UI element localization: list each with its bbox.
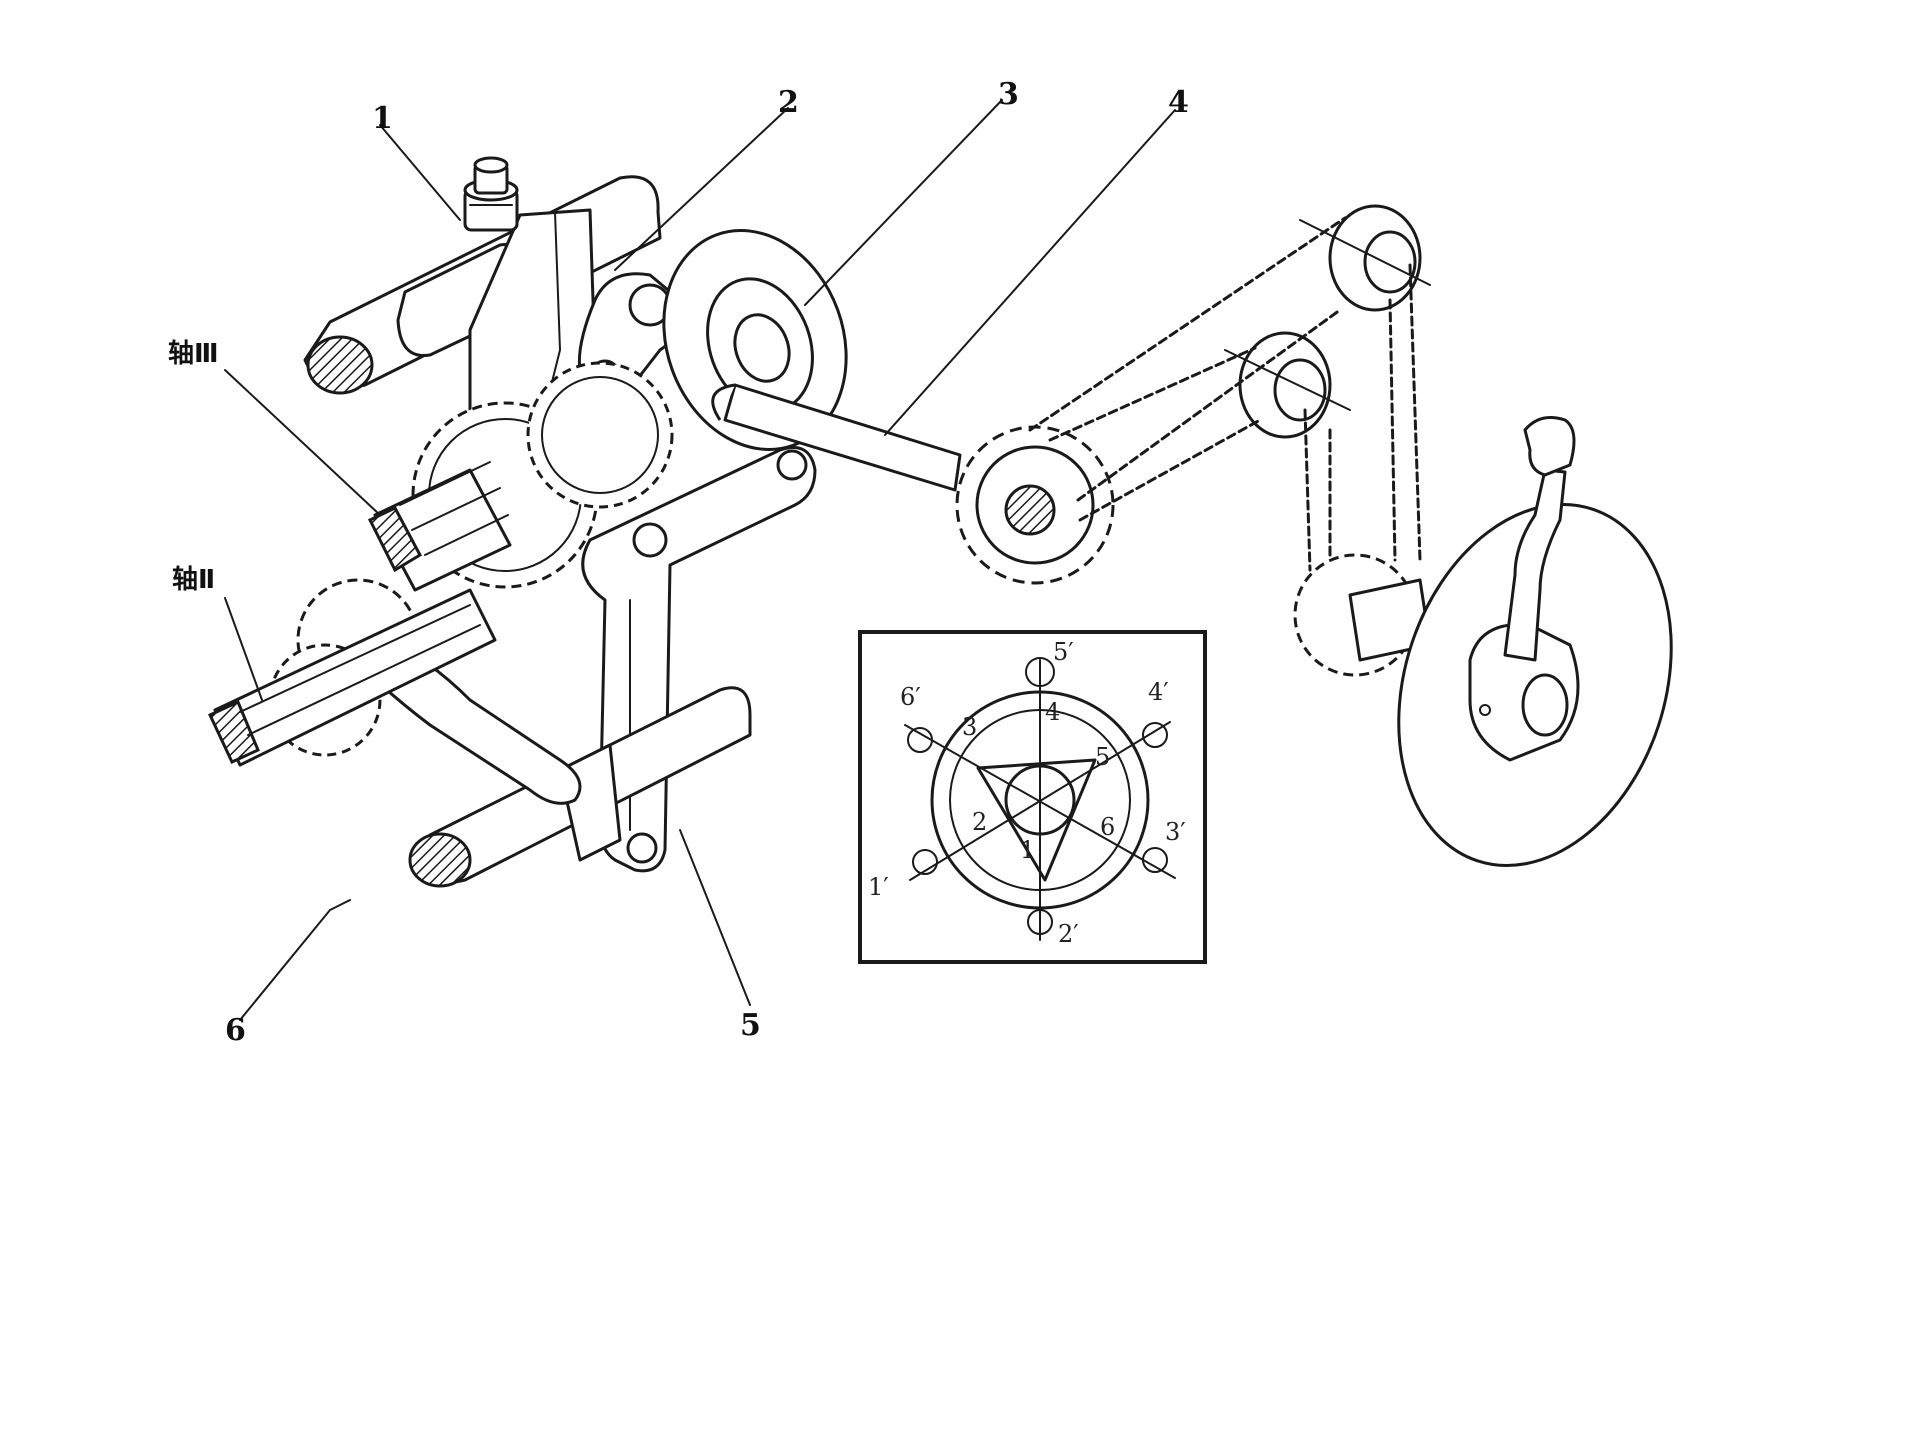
shaft-2-end-hatched [208,699,260,764]
inset-label-6: 6 [1100,813,1115,841]
inset-label-4: 4 [1045,698,1060,726]
callout-3: 3 [998,77,1019,112]
lever-handle [1503,416,1576,662]
inset-label-2: 2 [972,808,987,836]
callout-2: 2 [778,85,799,120]
inset-label-4-prime: 4′ [1148,678,1169,706]
upper-right-sprocket [1299,204,1431,312]
inset-label-1: 1 [1020,836,1035,864]
leader-lines [224,99,1176,1021]
gear-cluster-shaft-3 [367,361,674,592]
shaft-3-end-hatched [367,506,422,573]
inset-label-5: 5 [1095,743,1110,771]
clutch-drum [662,229,848,451]
inset-label-1-prime: 1′ [868,873,889,901]
shaft-3-label: 轴Ⅲ [168,339,219,369]
inset-label-2-prime: 2′ [1058,920,1079,948]
callout-1: 1 [372,101,393,136]
inset-label-6-prime: 6′ [900,683,921,711]
inset-detail-panel [858,630,1207,964]
inset-label-5-prime: 5′ [1053,638,1074,666]
gear-cluster-shaft-2 [208,578,497,767]
shaft-end-hatched [306,335,374,395]
lower-right-sprocket [1293,553,1432,677]
main-shaft-4 [711,383,962,492]
callout-4: 4 [1168,85,1189,120]
handwheel [1397,503,1673,867]
inset-label-3: 3 [962,713,977,741]
chains [1028,216,1422,572]
middle-sprocket [1224,331,1351,439]
inset-label-3-prime: 3′ [1165,818,1186,846]
shaft-2-label: 轴Ⅱ [172,565,215,595]
callout-6: 6 [225,1013,246,1048]
callout-5: 5 [740,1008,761,1043]
front-sprocket [955,425,1115,585]
